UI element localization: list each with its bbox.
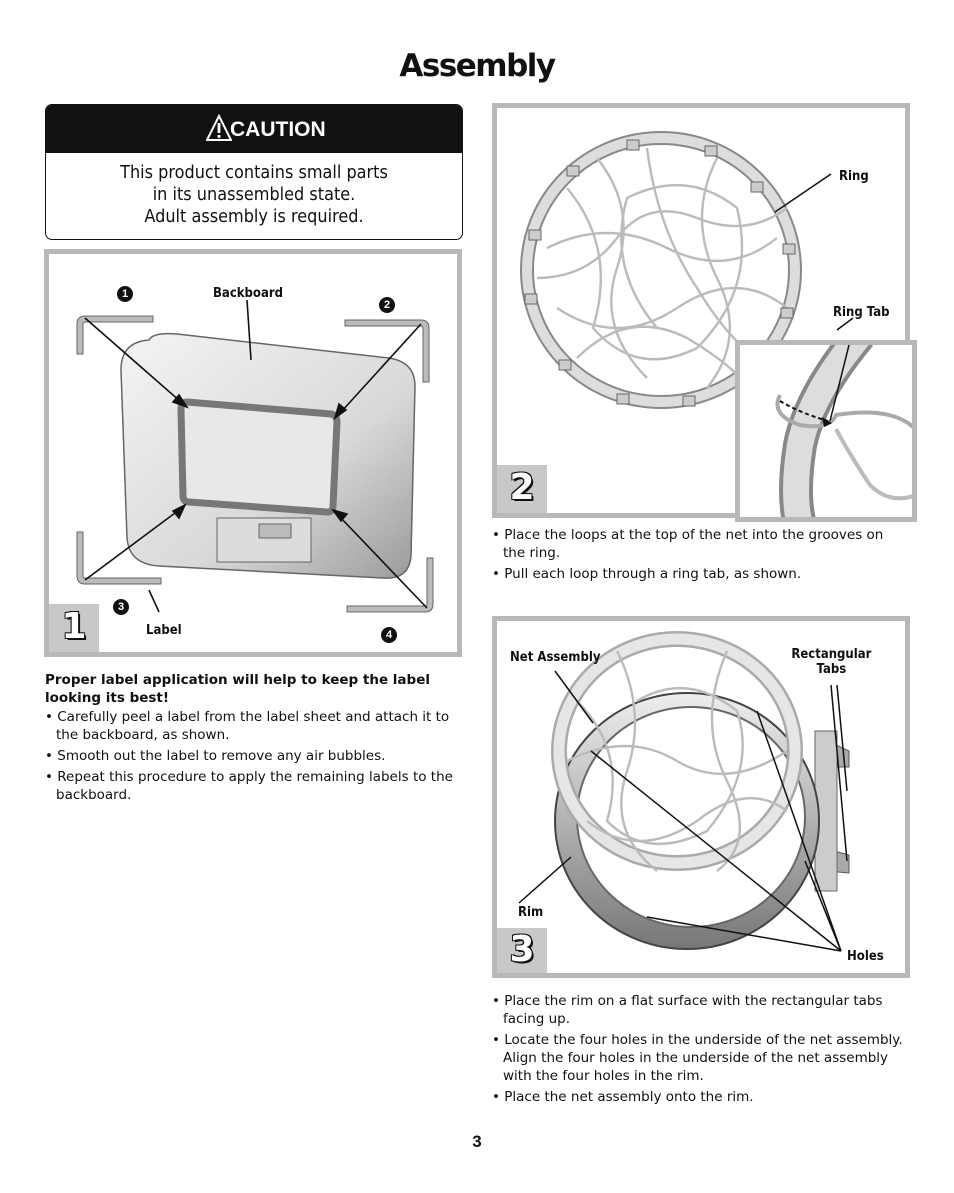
- ring-illustration: [520, 131, 854, 409]
- ring-tab-inset: [735, 340, 917, 522]
- warning-triangle-icon: [206, 114, 232, 141]
- backboard-illustration: [76, 299, 434, 613]
- rectangular-tabs-line1: Rectangular: [791, 647, 872, 662]
- step2-bullet: • Pull each loop through a ring tab, as …: [492, 566, 802, 582]
- step-number-3: 3: [497, 928, 547, 973]
- marker-4: 4: [381, 627, 397, 643]
- holes-callout: Holes: [847, 949, 884, 964]
- caution-line: Adult assembly is required.: [144, 207, 364, 227]
- step-number-1: 1: [49, 604, 99, 652]
- backboard-callout: Backboard: [213, 286, 283, 301]
- caution-line: in its unassembled state.: [152, 185, 356, 205]
- marker-1: 1: [117, 286, 133, 302]
- step2-instructions: • Place the loops at the top of the net …: [492, 526, 892, 586]
- step3-bullet: • Place the net assembly onto the rim.: [492, 1089, 754, 1105]
- rectangular-tabs-callout: Rectangular Tabs: [790, 647, 873, 677]
- rectangular-tabs-line2: Tabs: [816, 662, 847, 677]
- step1-bullet: • Smooth out the label to remove any air…: [45, 748, 386, 764]
- ring-tab-closeup: [775, 345, 912, 517]
- step2-bullet: • Place the loops at the top of the net …: [492, 527, 884, 561]
- marker-2: 2: [379, 297, 395, 313]
- page-number: 3: [472, 1132, 482, 1151]
- caution-heading: CAUTION: [230, 118, 326, 141]
- step3-bullet: • Locate the four holes in the underside…: [492, 1032, 903, 1084]
- caution-text: This product contains small parts in its…: [63, 153, 446, 228]
- step1-bullet: • Carefully peel a label from the label …: [45, 709, 450, 743]
- rim-callout: Rim: [518, 905, 544, 920]
- step2-illustration-panel: Ring Ring Tab 2: [492, 103, 917, 522]
- net-assembly-callout: Net Assembly: [510, 650, 601, 665]
- label-callout: Label: [146, 623, 182, 638]
- step3-instructions: • Place the rim on a flat surface with t…: [492, 992, 912, 1109]
- caution-line: This product contains small parts: [120, 163, 388, 183]
- caution-header: CAUTION: [46, 105, 462, 153]
- step3-bullet: • Place the rim on a flat surface with t…: [492, 993, 883, 1027]
- ring-callout: Ring: [839, 169, 869, 184]
- step1-bullet: • Repeat this procedure to apply the rem…: [45, 769, 453, 803]
- step1-illustration-panel: 1 2 3 4 Backboard Label 1: [44, 249, 462, 657]
- ring-tab-callout: Ring Tab: [833, 305, 890, 320]
- marker-3: 3: [113, 599, 129, 615]
- page-title: Assembly: [399, 48, 556, 84]
- caution-box: CAUTION This product contains small part…: [45, 104, 463, 240]
- step3-illustration-panel: Net Assembly Rectangular Tabs Rim Holes …: [492, 616, 910, 978]
- rim-net-illustration: [518, 631, 850, 952]
- step1-instructions: Proper label application will help to ke…: [45, 671, 455, 807]
- step1-intro: Proper label application will help to ke…: [45, 672, 430, 706]
- step-number-2: 2: [497, 465, 547, 513]
